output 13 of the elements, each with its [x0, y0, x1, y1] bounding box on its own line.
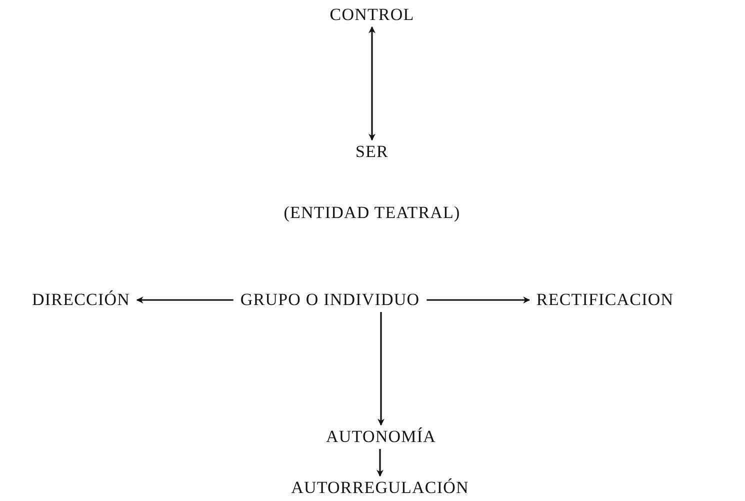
node-label: CONTROL [326, 3, 418, 27]
arrow [136, 296, 234, 304]
node-caption: (ENTIDAD TEATRAL) [284, 203, 460, 223]
node-label: GRUPO O INDIVIDUO [237, 288, 423, 312]
arrow [376, 449, 384, 477]
node-label: DIRECCIÓN [29, 288, 133, 312]
node-label: AUTONOMÍA [323, 425, 439, 449]
arrow [368, 26, 376, 141]
arrow [378, 312, 384, 426]
node-label: SER [352, 140, 392, 164]
arrow [426, 296, 530, 304]
node-label: RECTIFICACION [533, 288, 677, 312]
node-label: AUTORREGULACIÓN [288, 476, 472, 500]
